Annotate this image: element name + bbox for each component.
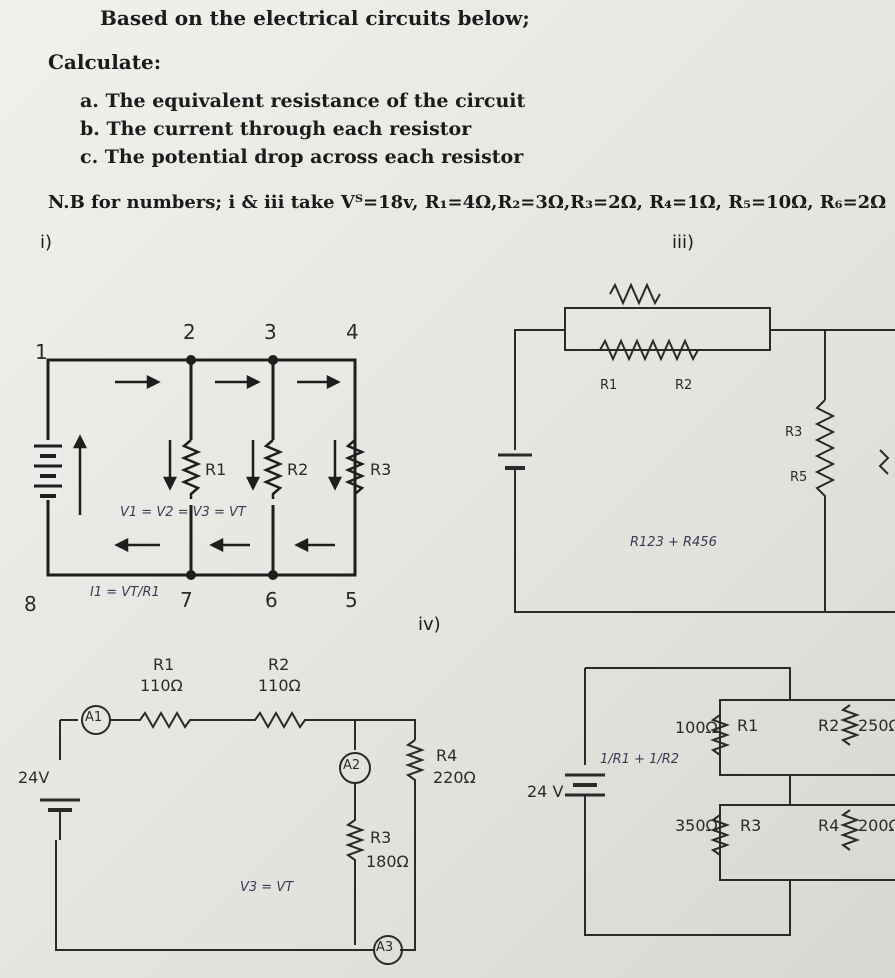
ammeter-a3: A3 — [376, 940, 394, 955]
node-1: 1 — [35, 340, 48, 364]
node-3: 3 — [264, 320, 277, 344]
handwritten-note-iv-1: 1/R1 + 1/R2 — [600, 752, 680, 767]
intro-text: Based on the electrical circuits below; — [100, 6, 530, 30]
circuit-ii-r1-label: R1 — [153, 655, 175, 674]
circuit-iv-r1-value: 100Ω — [675, 718, 718, 737]
circuit-iv-source: 24 V — [527, 782, 564, 801]
node-2: 2 — [183, 320, 196, 344]
circuit-i-r2-label: R2 — [287, 460, 309, 479]
circuit-iii-r3-label: R3 — [785, 425, 803, 440]
node-6: 6 — [265, 588, 278, 612]
circuit-ii-r3-value: 180Ω — [366, 852, 409, 871]
circuit-iv-r1-label: R1 — [737, 716, 759, 735]
circuit-ii-r4-label: R4 — [436, 746, 458, 765]
question-b: b. The current through each resistor — [80, 118, 472, 140]
circuit-iii-r5-label: R5 — [790, 470, 808, 485]
node-8: 8 — [24, 592, 37, 616]
circuit-i-r3-label: R3 — [370, 460, 392, 479]
calculate-heading: Calculate: — [48, 50, 162, 74]
circuit-iv-r4-label: R4 — [818, 816, 840, 835]
node-7: 7 — [180, 588, 193, 612]
circuit-iv-r2-label: R2 — [818, 716, 840, 735]
ammeter-a2: A2 — [343, 758, 361, 773]
circuit-ii-r1-value: 110Ω — [140, 676, 183, 695]
circuit-ii-r2-label: R2 — [268, 655, 290, 674]
circuit-iv-r4-value: 200Ω — [858, 816, 895, 835]
circuit-iv-r2-value: 250Ω — [858, 716, 895, 735]
circuit-iii-r1-label: R1 — [600, 378, 618, 393]
circuit-iii-label: iii) — [672, 232, 695, 253]
circuit-iii-r2-label: R2 — [675, 378, 693, 393]
circuit-ii-r4-value: 220Ω — [433, 768, 476, 787]
circuit-iv-r3-label: R3 — [740, 816, 762, 835]
circuit-iv-label: iv) — [418, 614, 441, 635]
circuit-i-label: i) — [40, 232, 53, 253]
circuit-ii-r2-value: 110Ω — [258, 676, 301, 695]
circuit-ii-source: 24V — [18, 768, 50, 787]
handwritten-note-i-2: I1 = VT/R1 — [90, 585, 160, 600]
circuit-i-r1-label: R1 — [205, 460, 227, 479]
handwritten-note-i-1: V1 = V2 = V3 = VT — [120, 505, 246, 520]
circuit-iv-r3-value: 350Ω — [675, 816, 718, 835]
question-a: a. The equivalent resistance of the circ… — [80, 90, 526, 112]
node-4: 4 — [346, 320, 359, 344]
note-line: N.B for numbers; i & iii take Vᵀ=18v, R₁… — [48, 192, 887, 213]
circuit-ii-r3-label: R3 — [370, 828, 392, 847]
handwritten-note-ii-1: V3 = VT — [240, 880, 294, 895]
handwritten-note-iii-1: R123 + R456 — [630, 535, 717, 550]
question-c: c. The potential drop across each resist… — [80, 146, 524, 168]
node-5: 5 — [345, 588, 358, 612]
ammeter-a1: A1 — [85, 710, 103, 725]
